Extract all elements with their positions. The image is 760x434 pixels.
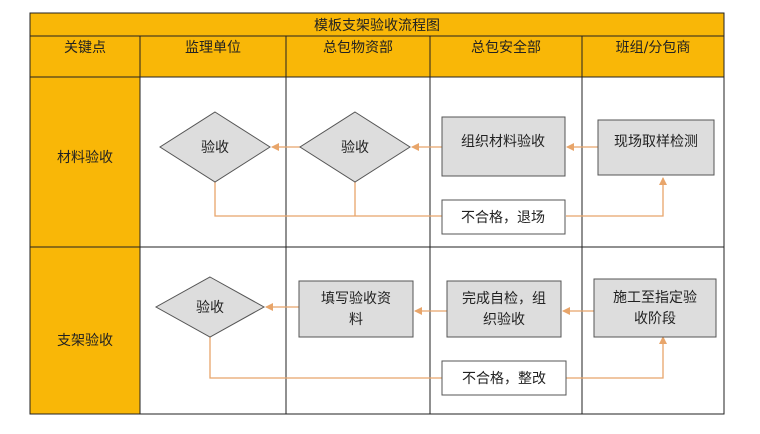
row2-safety-process-line2: 织验收 (483, 312, 525, 328)
row1-materials-decision (299, 111, 411, 183)
row2-reject-box (441, 360, 567, 396)
row1-safety-process-label: 组织材料验收 (461, 134, 545, 150)
row1-reject-label: 不合格，退场 (461, 210, 545, 226)
row1-reject-box (441, 199, 566, 235)
row2-safety-process-line1: 完成自检，组 (462, 291, 546, 307)
row2-materials-process (298, 280, 414, 338)
column-header-team: 班组/分包商 (616, 40, 691, 56)
row1-supervisor-decision-label: 验收 (201, 140, 229, 156)
key-point-column (29, 76, 141, 415)
row1-supervisor-decision (159, 111, 271, 183)
column-header-materials-dept: 总包物资部 (323, 40, 393, 56)
row2-materials-process-line2: 料 (349, 312, 363, 328)
column-header-band (29, 35, 725, 78)
row1-team-process-label: 现场取样检测 (614, 134, 698, 150)
row2-team-process (593, 278, 717, 338)
diagram-title: 模板支架验收流程图 (314, 18, 440, 34)
row2-reject-label: 不合格，整改 (462, 371, 546, 387)
row2-team-process-line1: 施工至指定验 (613, 290, 697, 306)
row1-materials-decision-label: 验收 (341, 140, 369, 156)
row1-connectors (214, 143, 667, 217)
column-header-key-point: 关键点 (64, 40, 106, 56)
row1-safety-process (441, 116, 566, 177)
row-label-material-acceptance: 材料验收 (57, 150, 113, 166)
row2-supervisor-decision (154, 276, 266, 338)
row-label-support-acceptance: 支架验收 (57, 333, 113, 349)
table-grid (29, 12, 725, 415)
row2-supervisor-decision-label: 验收 (196, 300, 224, 316)
row1-team-process (597, 119, 715, 176)
row2-materials-process-line1: 填写验收资 (321, 291, 391, 307)
row2-safety-process (446, 280, 562, 338)
column-header-safety-dept: 总包安全部 (471, 39, 541, 56)
row2-team-process-line2: 收阶段 (634, 311, 676, 327)
column-header-supervisor: 监理单位 (185, 40, 241, 56)
row2-connectors (209, 303, 667, 379)
